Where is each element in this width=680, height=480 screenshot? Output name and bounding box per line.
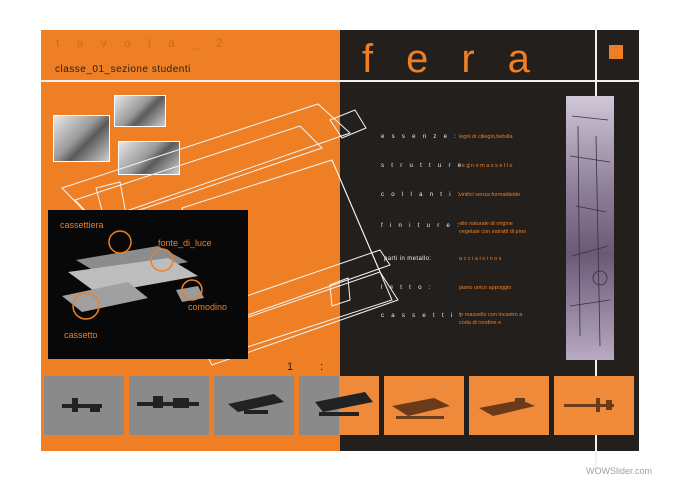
spec-label-cassetti: c a s s e t t i : — [381, 313, 464, 319]
thumbnail-view-5[interactable] — [384, 376, 464, 435]
label-cassettiera: cassettiera — [60, 220, 104, 230]
horizontal-guide-line — [41, 80, 639, 82]
spec-value-strutture: l e g n o m a s s e l l o — [459, 163, 513, 169]
photo-detail-2 — [53, 115, 110, 162]
thumbnail-view-4[interactable] — [299, 376, 379, 435]
thumbnail-view-3[interactable] — [214, 376, 294, 435]
scale-label: 1 : 2 0 — [287, 361, 402, 373]
spec-label-collanti: c o l l a n t i : — [381, 192, 463, 198]
orange-square-mark — [609, 45, 623, 59]
spec-value-cassetti: in massello con incastro a coda di rondi… — [459, 312, 523, 326]
label-comodino: comodino — [188, 302, 228, 312]
thumbnail-view-2[interactable] — [129, 376, 209, 435]
render-model — [62, 230, 204, 320]
thumbnail-view-6[interactable] — [469, 376, 549, 435]
photo-detail-1 — [114, 95, 166, 127]
spec-value-collanti: vinilici senza formaldeide — [459, 192, 521, 198]
rendering-inset: cassettiera fonte_di_luce comodino casse… — [48, 210, 248, 359]
class-section-label: classe_01_sezione studenti — [55, 64, 191, 75]
spec-value-essenze: legni di ciliegio,betulla — [459, 134, 513, 140]
spec-label-strutture: s t r u t t u r e : — [381, 163, 473, 169]
spec-label-essenze: e s s e n z e : — [381, 134, 459, 140]
project-title: sfera — [309, 37, 563, 81]
spec-label-finiture: f i n i t u r e : — [381, 223, 462, 229]
spec-value-finiture: olio naturale di origine vegetale con es… — [459, 221, 526, 235]
thumbnail-view-1[interactable] — [44, 376, 124, 435]
sketch-strip-image — [566, 96, 614, 360]
spec-label-parti-metallo: parti in metallo: — [384, 256, 432, 262]
spec-value-parti-metallo: a c c i a i o i n o x — [459, 256, 502, 262]
thumbnail-view-7[interactable] — [554, 376, 634, 435]
sheet-number: t a v o l a _ 2 — [56, 36, 230, 50]
label-cassetto: cassetto — [64, 330, 98, 340]
spec-value-letto: piano unico appoggio — [459, 285, 512, 291]
watermark: WOWSlider.com — [586, 466, 653, 476]
spec-label-letto: l e t t o : — [381, 285, 434, 291]
label-fonte-di-luce: fonte_di_luce — [158, 238, 212, 248]
